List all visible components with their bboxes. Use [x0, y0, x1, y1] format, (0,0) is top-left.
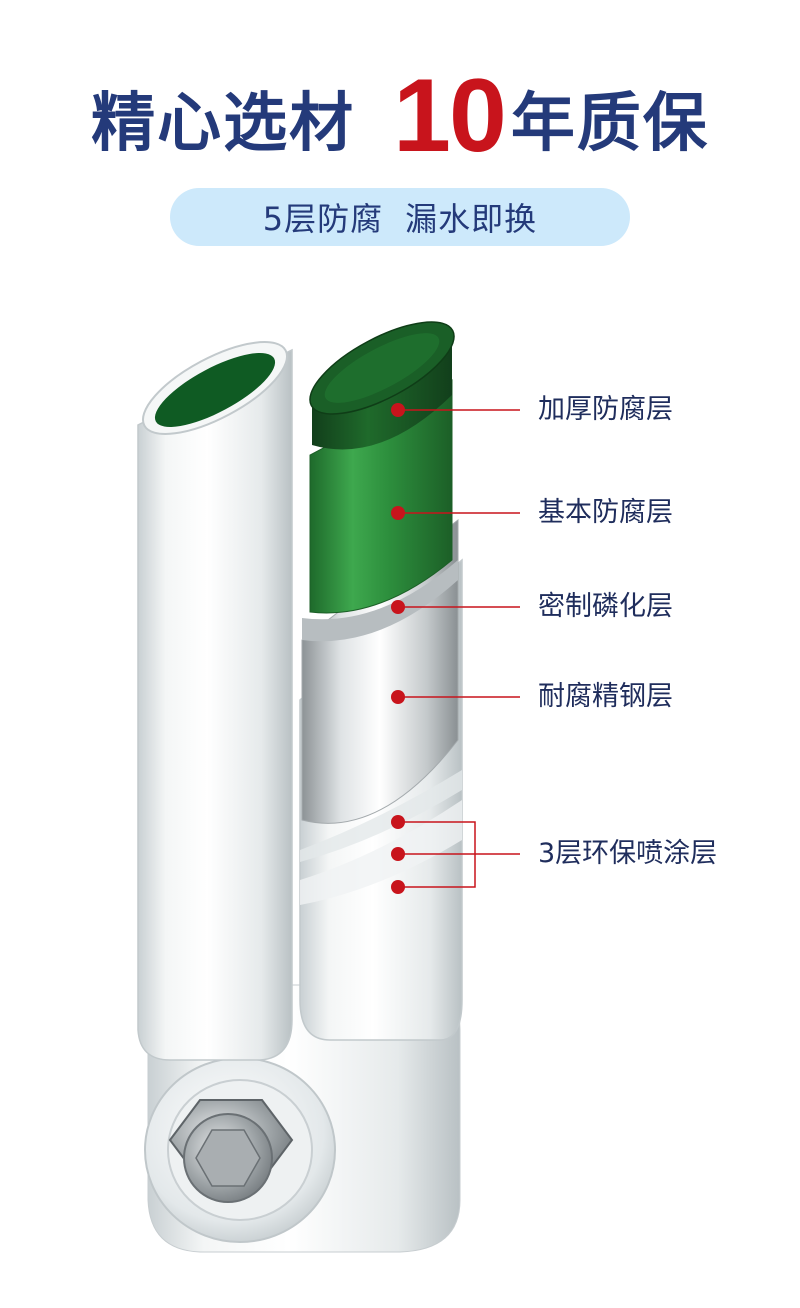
headline-number: 10	[393, 58, 507, 174]
callout-dot	[391, 506, 405, 520]
headline-part2: 年质保	[510, 87, 709, 161]
headline-part1: 精心选材	[91, 87, 356, 161]
layer-label-2: 基本防腐层	[538, 497, 673, 528]
callout-dot	[391, 600, 405, 614]
radiator-pipe-illustration	[137, 321, 520, 1253]
headline: 精心选材 10 年质保	[0, 58, 800, 168]
layer-label-4: 耐腐精钢层	[538, 681, 673, 712]
left-pipe	[137, 341, 293, 1061]
pill-part2: 漏水即换	[405, 200, 538, 238]
callout-dot	[391, 815, 405, 829]
layer-label-1: 加厚防腐层	[538, 394, 673, 425]
callout-dot	[391, 847, 405, 861]
pill-part1: 5层防腐	[262, 200, 384, 238]
right-pipe-cutaway	[299, 321, 463, 1041]
subtitle-pill: 5层防腐 漏水即换	[170, 188, 630, 246]
callout-dot	[391, 880, 405, 894]
callout-dot	[391, 690, 405, 704]
callout-dot	[391, 403, 405, 417]
callouts	[391, 403, 520, 894]
layer-label-5: 3层环保喷涂层	[538, 838, 718, 869]
layer-label-3: 密制磷化层	[538, 591, 673, 622]
hex-bolt-icon	[168, 1099, 294, 1203]
